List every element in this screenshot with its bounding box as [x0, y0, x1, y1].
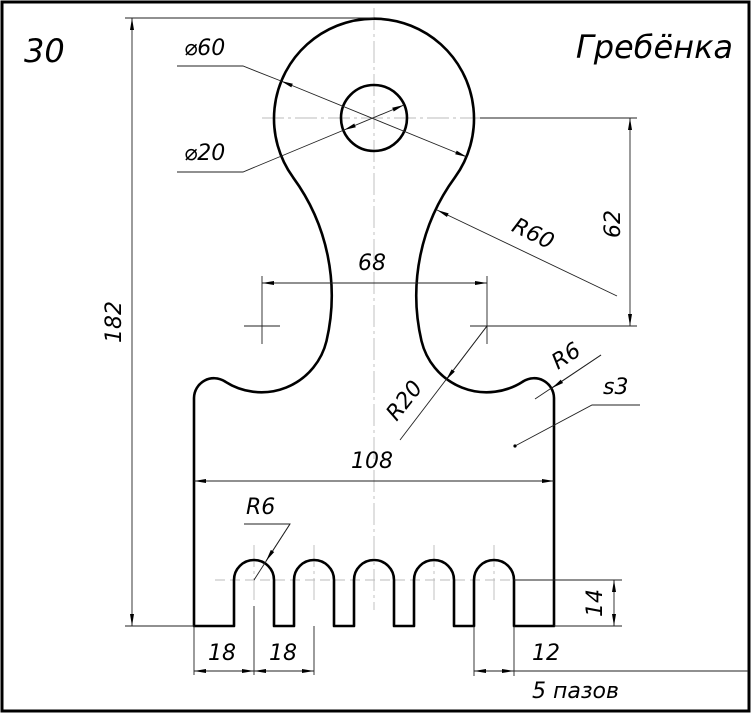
dimension-62: 62 [470, 117, 637, 327]
dimension-slot-radius: R6 [244, 495, 291, 581]
dimension-14: 14 [514, 579, 622, 627]
thickness-note: s3 [513, 375, 640, 448]
dim-18-second-label: 18 [269, 641, 297, 666]
dim-r6-slot-label: R6 [246, 495, 275, 520]
dim-d60-label: ⌀60 [184, 36, 225, 61]
dim-r20-label: R20 [382, 376, 428, 425]
dim-18-first-label: 18 [208, 641, 236, 666]
dim-12-label: 12 [532, 641, 560, 666]
dim-r60-label: R60 [508, 213, 558, 254]
dimension-68: 68 [244, 251, 488, 344]
drawing-title: Гребёнка [576, 28, 733, 66]
slot-count-label: 5 пазов [532, 679, 619, 704]
dimension-r6-fillet: R6 [534, 338, 602, 400]
dim-68-label: 68 [358, 251, 386, 276]
dim-108-label: 108 [351, 449, 393, 474]
dim-182-label: 182 [102, 301, 127, 343]
dimension-overall-height: 182 [102, 17, 374, 627]
dimension-slot-width: 12 5 пазов [473, 626, 748, 704]
dimension-hole-diameter: ⌀20 [177, 104, 405, 173]
dimension-108: 108 [194, 449, 554, 483]
dim-62-label: 62 [601, 210, 626, 238]
dim-14-label: 14 [583, 589, 608, 617]
dimension-r20: R20 [382, 325, 488, 441]
dim-d20-label: ⌀20 [184, 141, 225, 166]
drawing-number: 30 [24, 32, 65, 70]
part-contour [192, 17, 556, 628]
thickness-label: s3 [603, 375, 628, 400]
dimension-pitch: 18 18 [193, 606, 315, 675]
